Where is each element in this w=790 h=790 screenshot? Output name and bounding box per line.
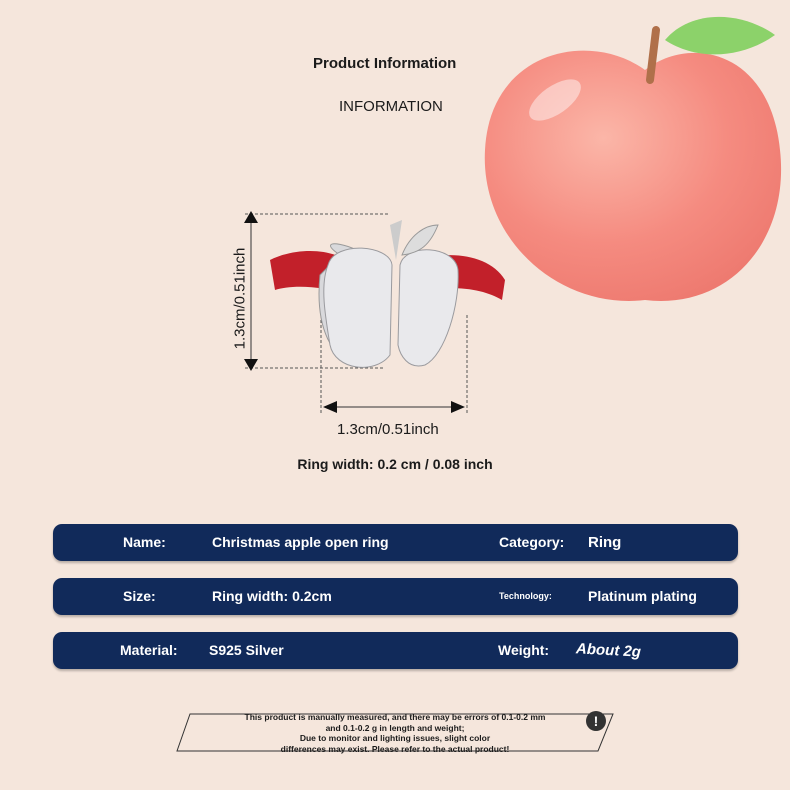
spec-label: Weight: (498, 642, 550, 658)
spec-value: Ring (588, 534, 622, 551)
ring-width-text: Ring width: 0.2 cm / 0.08 inch (297, 456, 493, 472)
page-title: Product Information (313, 55, 457, 72)
spec-value: S925 Silver (209, 642, 284, 658)
disclaimer-line: This product is manually measured, and t… (244, 712, 546, 722)
spec-row-material: Material: S925 Silver Weight: About 2g (53, 632, 738, 669)
apple-decoration (484, 16, 782, 301)
disclaimer-line: and 0.1-0.2 g in length and weight; (325, 723, 465, 733)
height-label: 1.3cm/0.51inch (231, 247, 249, 350)
disclaimer-line: differences may exist. Please refer to t… (280, 744, 510, 754)
spec-row-name: Name: Christmas apple open ring Category… (53, 524, 738, 561)
ring-image (270, 220, 505, 368)
spec-label: Name: (123, 534, 166, 550)
spec-label: Size: (123, 588, 156, 604)
page-subtitle: INFORMATION (339, 98, 443, 115)
spec-value: About 2g (575, 640, 642, 661)
spec-value: Christmas apple open ring (212, 534, 389, 550)
spec-row-size: Size: Ring width: 0.2cm Technology: Plat… (53, 578, 738, 615)
spec-value: Ring width: 0.2cm (212, 588, 332, 604)
spec-value: Platinum plating (588, 588, 697, 604)
warning-icon: ! (586, 711, 606, 731)
width-label: 1.3cm/0.51inch (337, 421, 439, 438)
disclaimer-line: Due to monitor and lighting issues, slig… (299, 733, 491, 743)
spec-label: Category: (499, 534, 565, 550)
spec-label: Material: (120, 642, 178, 658)
disclaimer-frame (176, 713, 614, 752)
spec-label: Technology: (499, 591, 552, 601)
dimension-lines (244, 211, 468, 415)
